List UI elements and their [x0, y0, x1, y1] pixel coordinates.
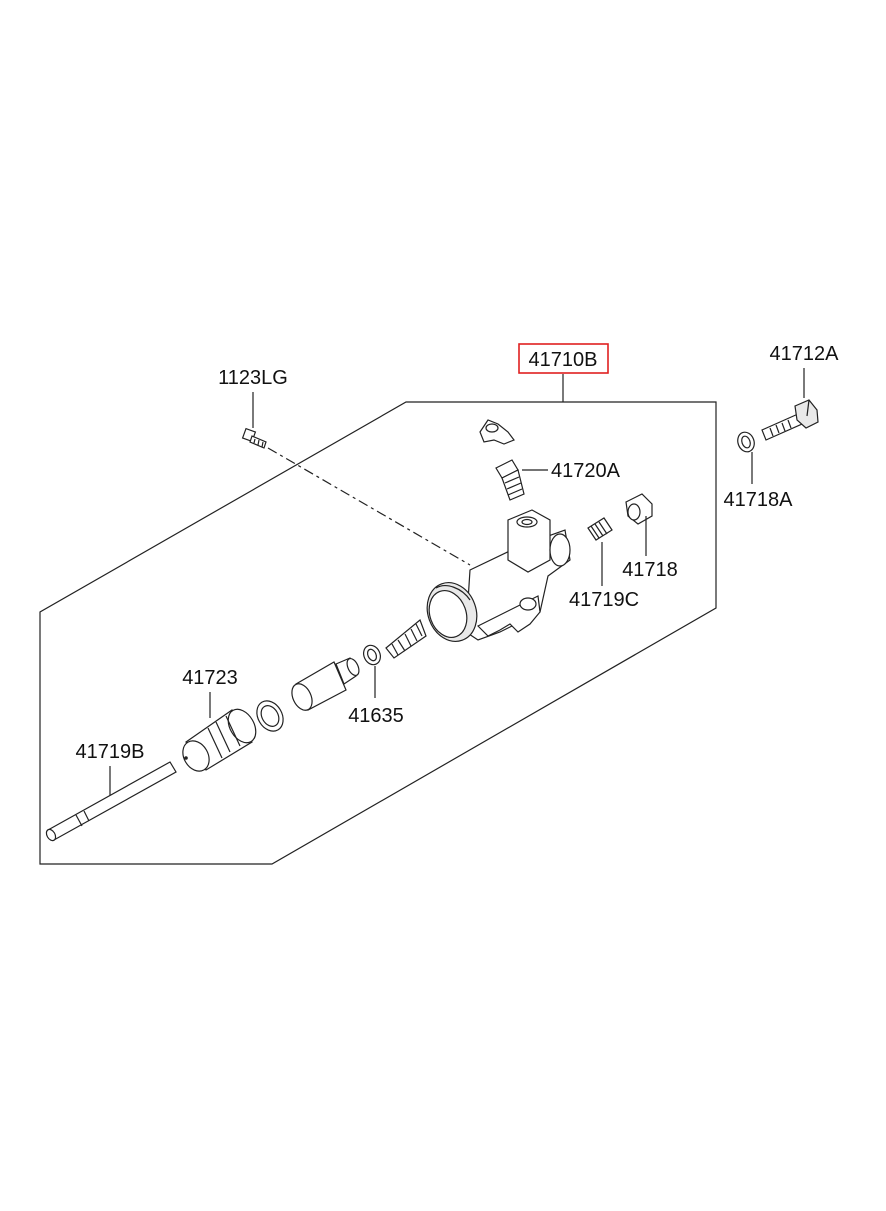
dust-boot-part [385, 619, 427, 659]
bleeder-cap-part [479, 419, 515, 445]
label-1123LG[interactable]: 1123LG [218, 367, 288, 389]
snap-ring-part [256, 700, 284, 732]
label-41718[interactable]: 41718 [622, 559, 678, 581]
label-41719B[interactable]: 41719B [76, 741, 145, 763]
piston-part [291, 657, 360, 711]
label-41719C[interactable]: 41719C [569, 589, 639, 611]
label-41718A[interactable]: 41718A [724, 489, 794, 511]
spring-part [587, 517, 613, 541]
assembly-label-highlight[interactable] [518, 343, 609, 374]
bleeder-plug-part [495, 459, 525, 501]
label-41710B[interactable]: 41710B [529, 349, 598, 371]
ring-part [363, 644, 381, 666]
label-41720A[interactable]: 41720A [551, 460, 621, 482]
assembly-frame [39, 401, 717, 865]
label-41635[interactable]: 41635 [348, 705, 404, 727]
piston-boot-part [182, 708, 257, 772]
clutch-release-cylinder-body [426, 509, 571, 642]
label-41723[interactable]: 41723 [182, 667, 238, 689]
bolt-axis-line [267, 447, 471, 566]
small-bolt-part [241, 427, 267, 449]
label-41712A[interactable]: 41712A [770, 343, 840, 365]
gasket-part [737, 431, 755, 453]
cap-part [625, 493, 653, 525]
push-rod-part [45, 761, 177, 842]
bleeder-bolt-part [761, 399, 819, 441]
